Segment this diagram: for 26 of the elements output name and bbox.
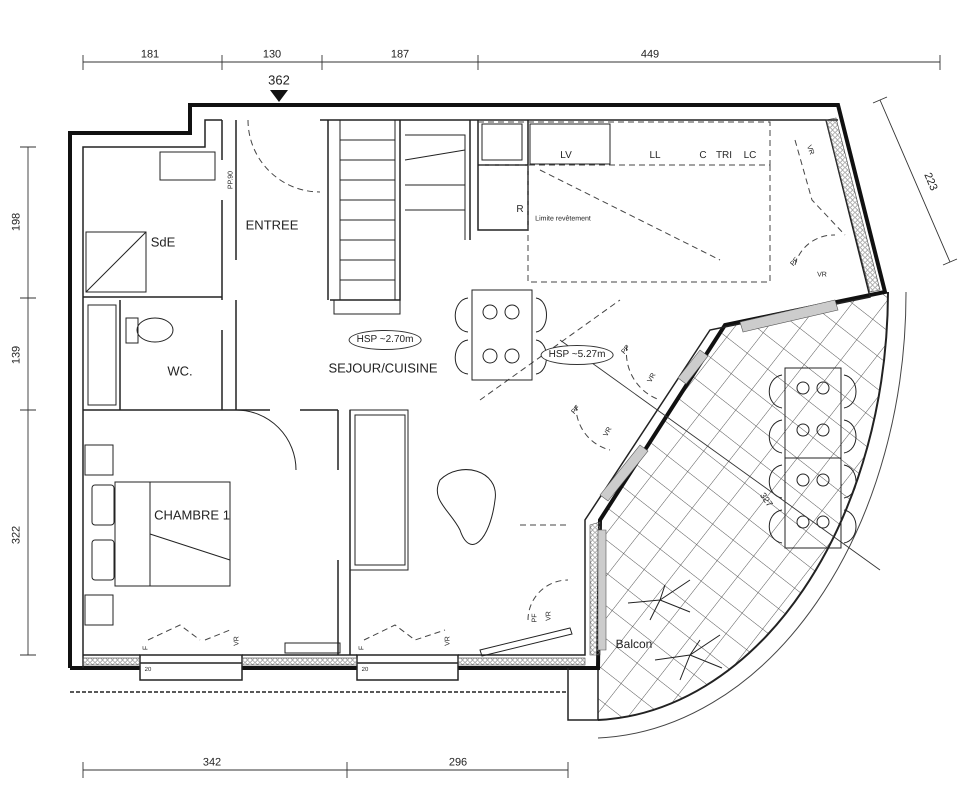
area-label: Balcon — [616, 638, 652, 650]
fixture-label: LC — [744, 151, 756, 161]
dimension-label: 187 — [390, 50, 410, 60]
dimension-label: 362 — [268, 74, 290, 86]
dimension-label: 327 — [758, 491, 774, 509]
dimension-label: 296 — [448, 758, 468, 768]
ceiling-height-callout: HSP ~2.70m — [348, 330, 422, 350]
dimension-label: 130 — [262, 50, 282, 60]
dimension-label: 198 — [12, 212, 22, 232]
fixture-label: LV — [560, 151, 572, 161]
dimension-label: 139 — [12, 346, 22, 364]
dimension-label: 181 — [140, 50, 160, 60]
room-label: SEJOUR/CUISINE — [328, 362, 438, 374]
dimension-label: 223 — [921, 171, 939, 193]
ceiling-height-callout: HSP ~5.27m — [540, 345, 614, 365]
room-label: WC. — [167, 364, 193, 378]
dimension-label: 342 — [202, 758, 222, 768]
dimension-label: 322 — [12, 526, 22, 544]
fixture-label: C — [699, 151, 707, 161]
room-label: SdE — [150, 236, 176, 248]
room-label: ENTREE — [246, 218, 298, 232]
fixture-label: LL — [649, 151, 661, 161]
fixture-label: R — [516, 205, 524, 215]
room-label: CHAMBRE 1 — [154, 508, 230, 522]
dimension-label: 449 — [640, 50, 660, 60]
fixture-label: TRI — [716, 151, 732, 161]
